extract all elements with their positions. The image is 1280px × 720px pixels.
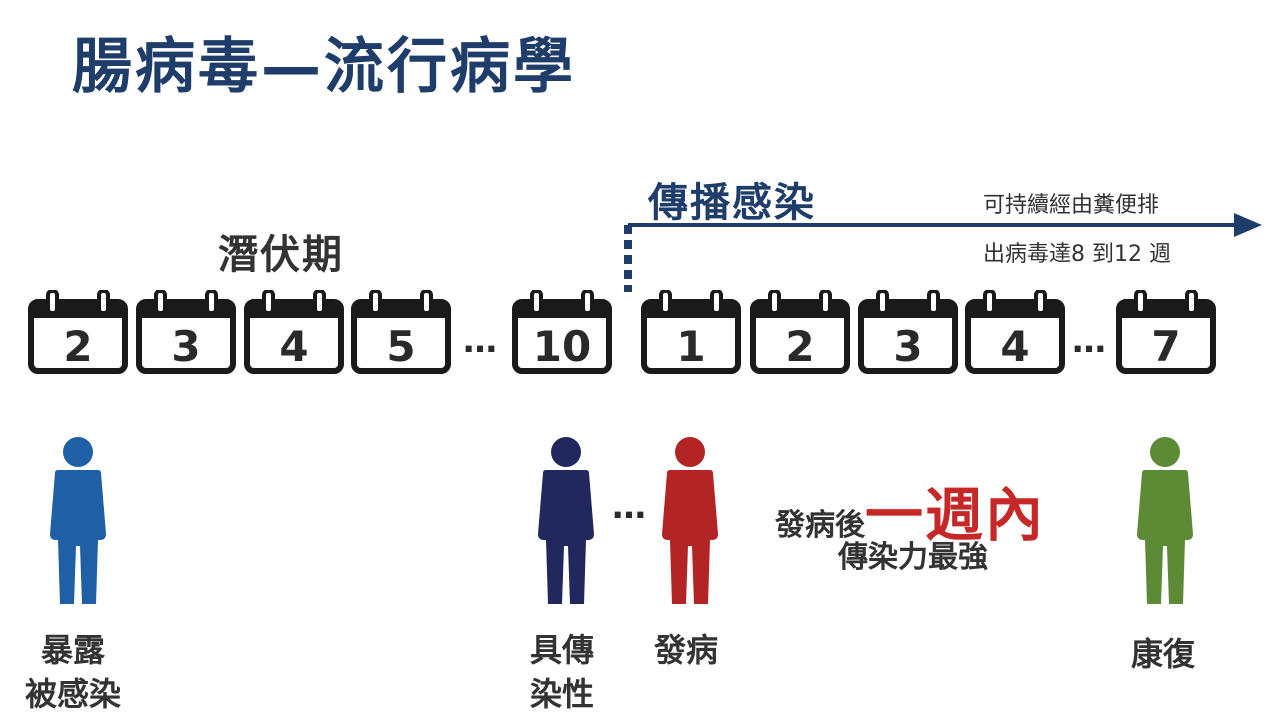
transition-ellipsis: … bbox=[612, 487, 646, 527]
label-contagious: 具傳染性 bbox=[530, 631, 595, 713]
latent-ellipsis: … bbox=[463, 321, 497, 361]
peak-emphasis: 一週內 bbox=[865, 481, 1046, 549]
calendar-day-latent-3: 5 bbox=[354, 291, 448, 371]
calendar-day-number: 4 bbox=[279, 322, 308, 371]
calendar-day-number: 7 bbox=[1151, 322, 1180, 371]
spread-arrow-head bbox=[1234, 213, 1262, 237]
calendar-day-number: 4 bbox=[1000, 322, 1029, 371]
person-icon-recovered bbox=[1137, 437, 1193, 604]
calendar-day-number: 3 bbox=[171, 322, 200, 371]
calendar-day-number: 3 bbox=[893, 322, 922, 371]
label-onset: 發病 bbox=[654, 631, 719, 669]
calendar-day-number: 2 bbox=[785, 322, 814, 371]
person-icon-onset bbox=[662, 437, 718, 604]
shedding-note-line2: 出病毒達8 到12 週 bbox=[983, 242, 1171, 267]
calendar-day-latent-4: 10 bbox=[515, 291, 609, 371]
onset-divider bbox=[624, 225, 632, 292]
calendar-day-spread-0: 1 bbox=[644, 291, 738, 371]
calendar-day-number: 1 bbox=[676, 322, 705, 371]
calendar-row: 2 3 4 5 10 1 2 3 4 7 bbox=[31, 291, 1213, 371]
shedding-note-line1: 可持續經由糞便排 bbox=[983, 193, 1160, 218]
calendar-day-number: 5 bbox=[386, 322, 415, 371]
calendar-day-latent-1: 3 bbox=[139, 291, 233, 371]
calendar-day-spread-2: 3 bbox=[861, 291, 955, 371]
calendar-day-spread-4: 7 bbox=[1119, 291, 1213, 371]
spread-infection-title: 傳播感染 bbox=[648, 180, 816, 226]
calendar-day-spread-1: 2 bbox=[753, 291, 847, 371]
label-recovered: 康復 bbox=[1131, 635, 1196, 673]
calendar-day-latent-2: 4 bbox=[247, 291, 341, 371]
peak-prefix: 發病後 bbox=[775, 508, 865, 543]
label-exposed: 暴露被感染 bbox=[25, 631, 122, 713]
page-title: 腸病毒—流行病學 bbox=[72, 32, 576, 102]
calendar-day-spread-3: 4 bbox=[968, 291, 1062, 371]
incubation-period-title: 潛伏期 bbox=[218, 232, 344, 278]
calendar-day-number: 10 bbox=[533, 322, 591, 371]
peak-contagion-note: 發病後一週內 bbox=[775, 468, 1045, 552]
peak-contagion-line2: 傳染力最強 bbox=[838, 540, 988, 575]
calendar-day-latent-0: 2 bbox=[31, 291, 125, 371]
person-icon-contagious bbox=[538, 437, 594, 604]
person-icon-exposed bbox=[50, 437, 106, 604]
calendar-day-number: 2 bbox=[63, 322, 92, 371]
spread-ellipsis: … bbox=[1072, 321, 1106, 361]
